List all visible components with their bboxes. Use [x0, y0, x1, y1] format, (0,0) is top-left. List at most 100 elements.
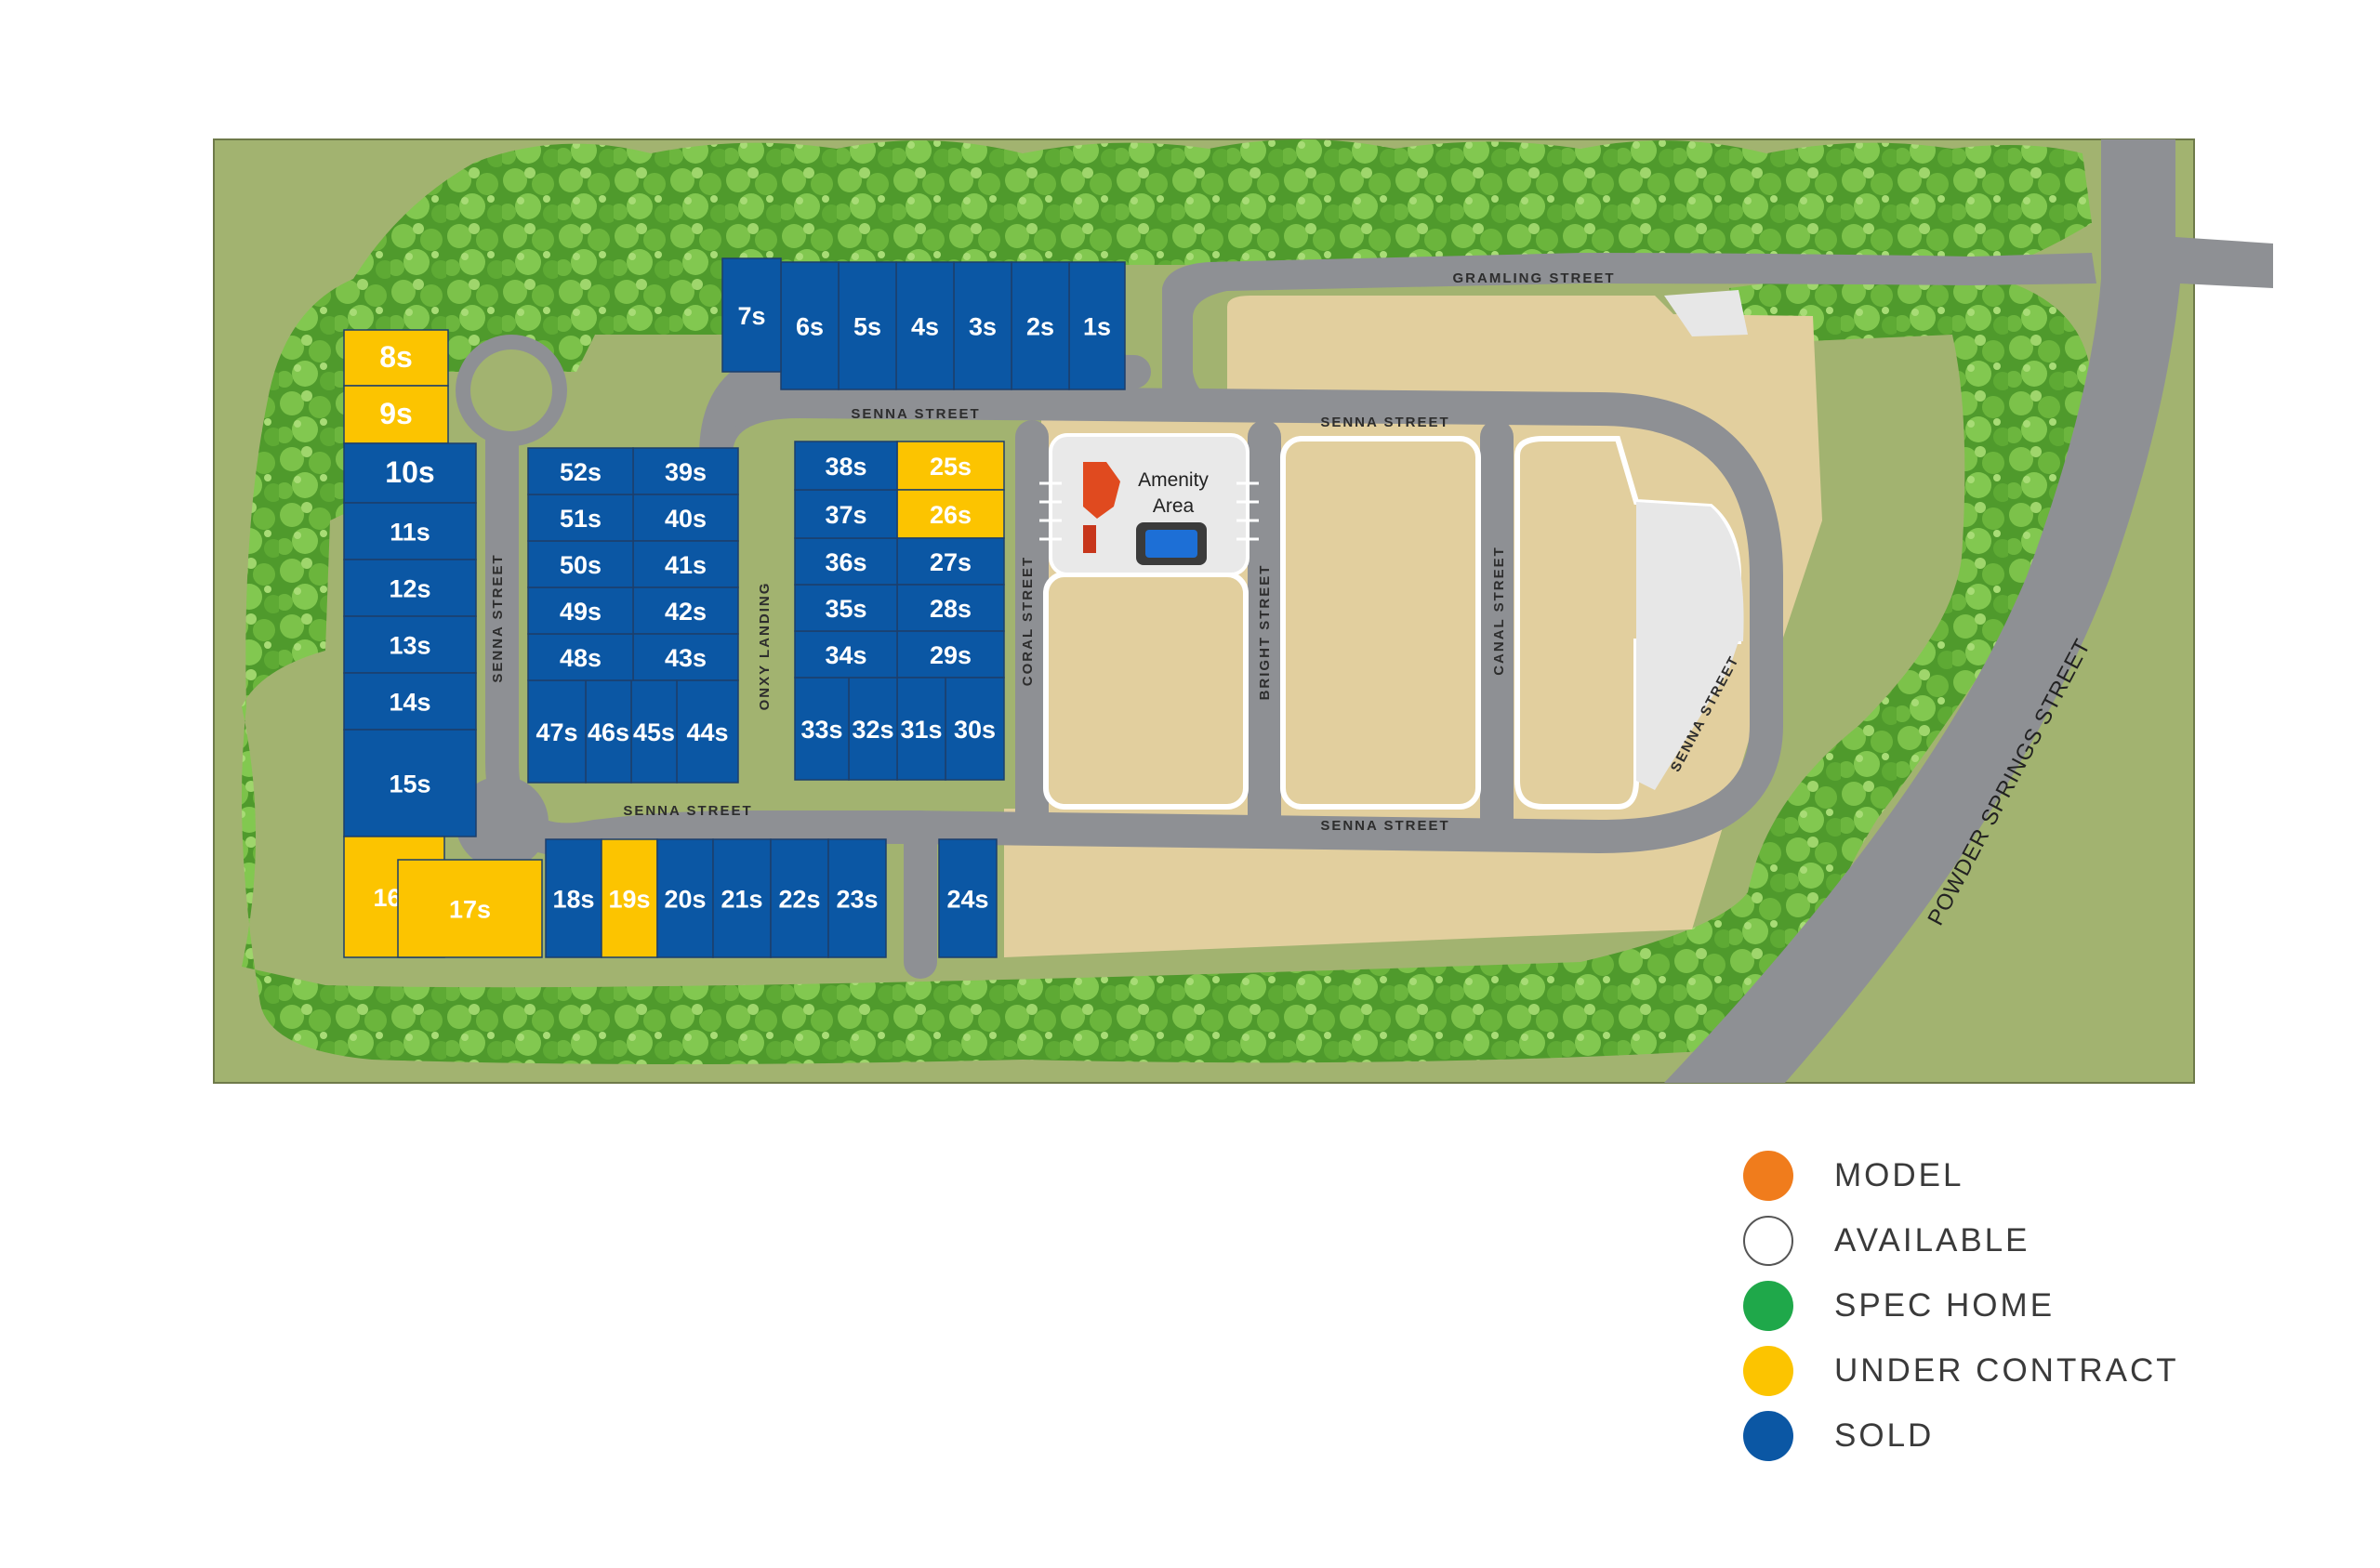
- lot-label-21s: 21s: [721, 886, 762, 914]
- street-label-bright: BRIGHT STREET: [1257, 564, 1273, 701]
- lot-label-41s: 41s: [665, 551, 707, 579]
- street-label-gramling: GRAMLING STREET: [1453, 270, 1616, 286]
- legend-label-under-contract: UNDER CONTRACT: [1834, 1352, 2179, 1389]
- plaza-pad: [1664, 290, 1748, 336]
- legend-label-sold: SOLD: [1834, 1417, 1935, 1454]
- senna-street-network: [485, 350, 1783, 979]
- lot-44s[interactable]: [676, 679, 739, 784]
- lot-34s[interactable]: [794, 630, 898, 679]
- lot-19s[interactable]: [601, 838, 658, 958]
- lot-label-47s: 47s: [536, 718, 577, 746]
- lot-6s[interactable]: [780, 261, 840, 390]
- lot-32s[interactable]: [848, 677, 898, 781]
- lot-50s[interactable]: [527, 540, 634, 588]
- legend-item-model: MODEL: [1743, 1143, 2264, 1208]
- lot-21s[interactable]: [712, 838, 772, 958]
- lot-label-48s: 48s: [560, 644, 602, 672]
- lot-3s[interactable]: [953, 261, 1012, 390]
- lot-24s[interactable]: [938, 838, 998, 958]
- lot-9s[interactable]: [343, 385, 449, 444]
- lot-label-36s: 36s: [825, 548, 866, 576]
- powder-springs-street: [1664, 139, 2273, 1083]
- lot-label-19s: 19s: [608, 886, 650, 914]
- lot-label-2s: 2s: [1026, 313, 1054, 341]
- lot-2s[interactable]: [1011, 261, 1070, 390]
- lot-22s[interactable]: [770, 838, 829, 958]
- lot-51s[interactable]: [527, 494, 634, 542]
- lot-23s[interactable]: [827, 838, 887, 958]
- street-label-senna-south: SENNA STREET: [623, 803, 752, 819]
- lot-label-5s: 5s: [853, 313, 881, 341]
- lot-35s[interactable]: [794, 584, 898, 632]
- lot-39s[interactable]: [632, 447, 739, 495]
- lot-37s[interactable]: [794, 489, 898, 539]
- street-label-senna-west: SENNA STREET: [490, 553, 506, 682]
- lot-17s[interactable]: [397, 859, 543, 958]
- lot-label-24s: 24s: [946, 886, 988, 914]
- lot-11s[interactable]: [343, 502, 477, 560]
- lot-label-11s: 11s: [390, 519, 430, 547]
- lot-label-51s: 51s: [560, 505, 602, 533]
- legend: MODEL AVAILABLE SPEC HOME UNDER CONTRACT…: [1743, 1143, 2264, 1469]
- lot-label-23s: 23s: [836, 886, 878, 914]
- lot-label-42s: 42s: [665, 598, 707, 626]
- street-label-senna-southeast: SENNA STREET: [1320, 818, 1449, 834]
- lot-30s[interactable]: [945, 677, 1005, 781]
- lot-4s[interactable]: [895, 261, 955, 390]
- legend-label-available: AVAILABLE: [1834, 1222, 2030, 1258]
- lot-47s[interactable]: [527, 679, 587, 784]
- lot-29s[interactable]: [896, 630, 1005, 679]
- lot-label-40s: 40s: [665, 505, 707, 533]
- lot-label-12s: 12s: [389, 575, 430, 603]
- lot-label-44s: 44s: [686, 718, 728, 746]
- lot-label-34s: 34s: [825, 641, 866, 669]
- tree-belt: [242, 139, 2092, 1064]
- lot-label-18s: 18s: [552, 886, 594, 914]
- lot-label-13s: 13s: [389, 632, 430, 660]
- lot-label-20s: 20s: [664, 886, 706, 914]
- amenity-area: Amenity Area: [1039, 433, 1259, 576]
- lot-label-3s: 3s: [969, 313, 997, 341]
- lot-15s[interactable]: [343, 729, 477, 837]
- gramling-street: [1162, 253, 2096, 402]
- legend-dot-sold: [1743, 1411, 1793, 1461]
- lot-48s[interactable]: [527, 633, 634, 681]
- legend-item-sold: SOLD: [1743, 1403, 2264, 1469]
- lot-33s[interactable]: [794, 677, 850, 781]
- lot-label-29s: 29s: [930, 641, 972, 669]
- lot-25s[interactable]: [896, 441, 1005, 491]
- lot-38s[interactable]: [794, 441, 898, 491]
- lot-label-28s: 28s: [930, 595, 972, 623]
- lot-45s[interactable]: [630, 679, 678, 784]
- lot-31s[interactable]: [896, 677, 946, 781]
- legend-dot-under-contract: [1743, 1346, 1793, 1396]
- lot-7s[interactable]: [721, 257, 782, 373]
- lot-41s[interactable]: [632, 540, 739, 588]
- lot-label-46s: 46s: [588, 718, 629, 746]
- amenity-label-line1: Amenity: [1138, 469, 1209, 491]
- lot-label-31s: 31s: [900, 716, 942, 744]
- lot-label-38s: 38s: [825, 453, 866, 481]
- street-label-canal: CANAL STREET: [1491, 546, 1507, 676]
- lot-28s[interactable]: [896, 584, 1005, 632]
- block-bright-canal: [1280, 436, 1481, 810]
- street-label-senna-north: SENNA STREET: [851, 406, 980, 422]
- street-label-coral: CORAL STREET: [1020, 556, 1036, 686]
- cul-de-sac-south: [456, 776, 549, 869]
- lot-52s[interactable]: [527, 447, 634, 495]
- lot-18s[interactable]: [545, 838, 602, 958]
- lot-label-9s: 9s: [379, 397, 413, 430]
- lot-label-27s: 27s: [930, 548, 972, 576]
- block-coral-bright: [1043, 572, 1249, 810]
- lot-label-43s: 43s: [665, 644, 707, 672]
- legend-dot-available: [1743, 1216, 1793, 1266]
- lot-5s[interactable]: [838, 261, 897, 390]
- lot-49s[interactable]: [527, 586, 634, 635]
- lot-36s[interactable]: [794, 537, 898, 586]
- lot-label-32s: 32s: [852, 716, 893, 744]
- street-label-senna-northeast: SENNA STREET: [1320, 415, 1449, 430]
- lot-26s[interactable]: [896, 489, 1005, 539]
- lot-label-6s: 6s: [796, 313, 824, 341]
